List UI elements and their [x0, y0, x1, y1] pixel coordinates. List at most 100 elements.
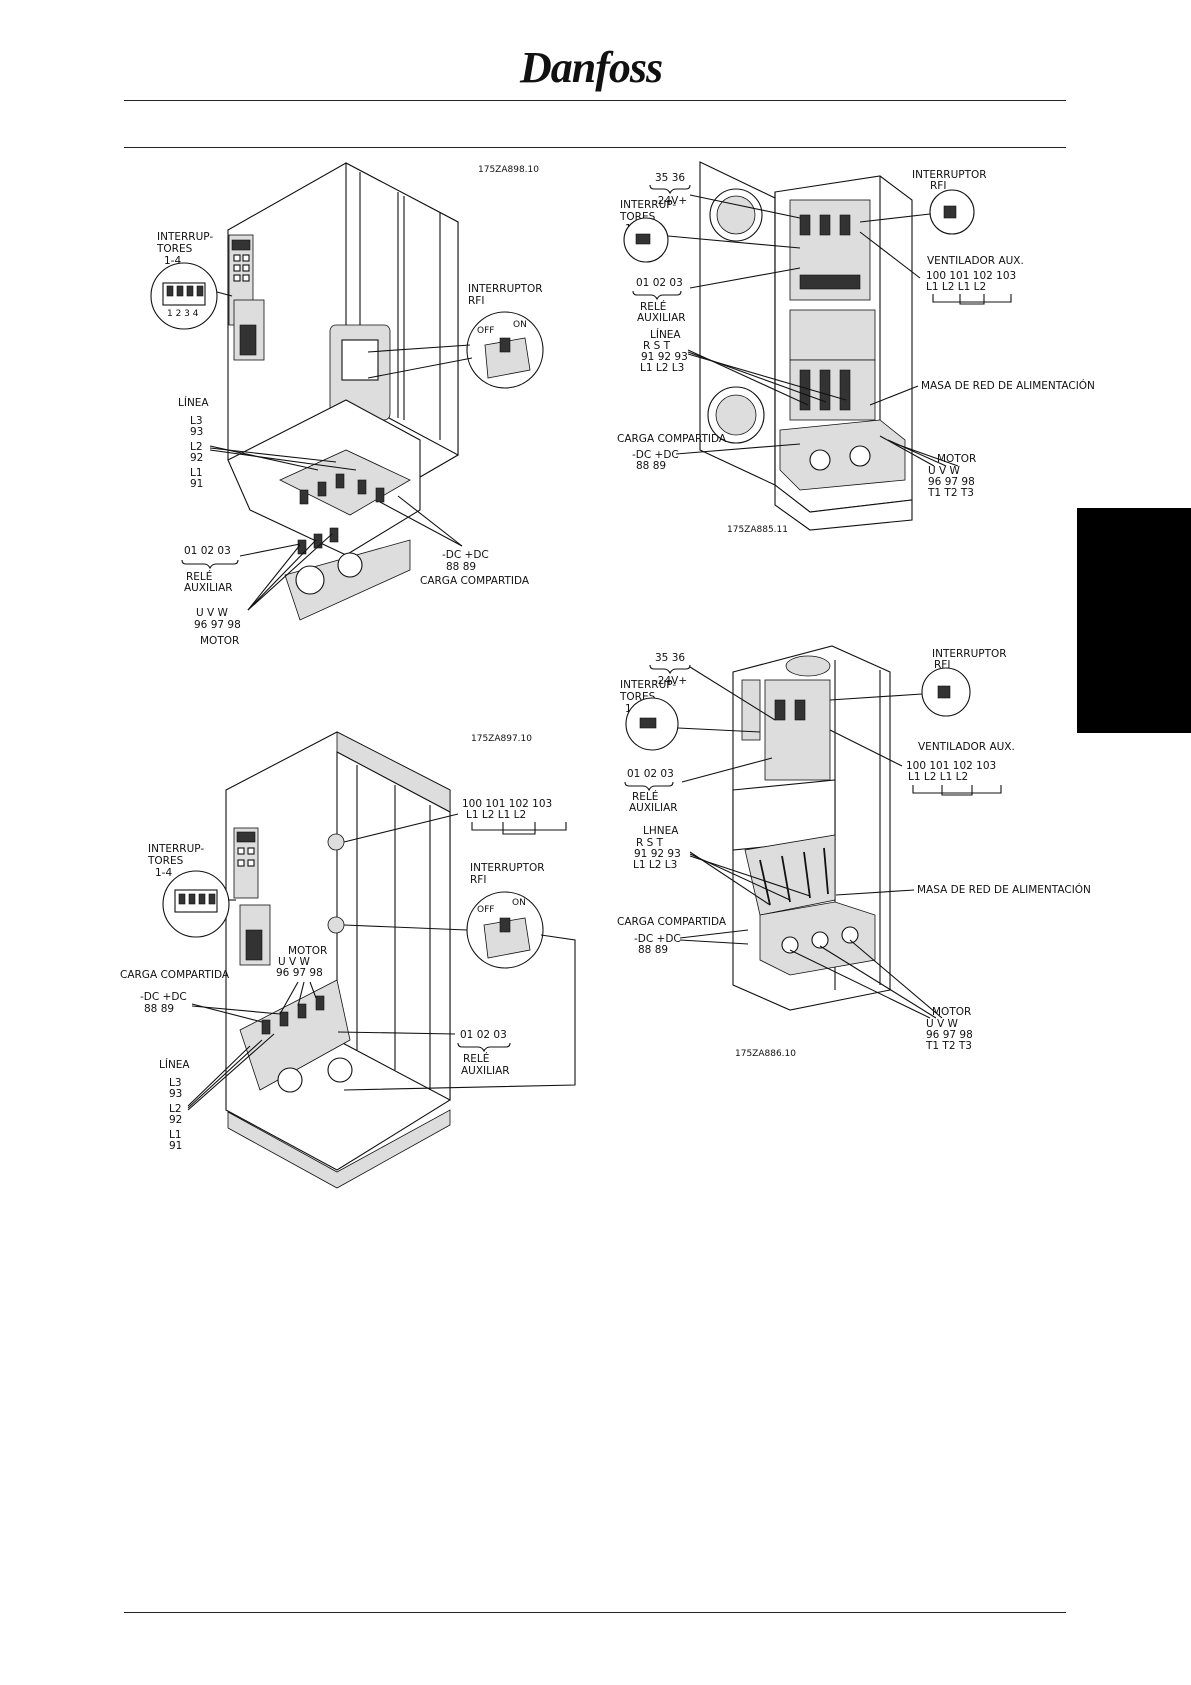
fig3-switches-title-3: 1-4	[155, 867, 172, 879]
fig2-fan-title: VENTILADOR AUX.	[927, 255, 1024, 267]
fig2-motor-terms: 96 97 98	[928, 476, 975, 488]
fig2-fan-terms: 100 101 102 103	[926, 270, 1016, 282]
fig3-code: 175ZA897.10	[471, 734, 532, 744]
fig3-rfi-switch	[327, 916, 345, 934]
fig2-line-lines: L1 L2 L3	[640, 362, 684, 374]
fig1-relay-label-2: AUXILIAR	[184, 582, 233, 594]
fig4-line-title: LHNEA	[643, 825, 679, 837]
header-rule-bottom	[124, 147, 1066, 148]
figure-1: 175ZA898.10 INTERRUP- TORES 1-4 1	[150, 162, 544, 647]
fig2-motor-label: MOTOR	[937, 453, 976, 465]
fig1-t93: 93	[190, 426, 203, 438]
fig4-motor-phases: U V W	[926, 1018, 959, 1030]
fig2-dc-labels: -DC +DC	[632, 449, 679, 461]
fig4-switches-title-1: INTERRUP-	[620, 679, 676, 691]
fig4-line-lines: L1 L2 L3	[633, 859, 677, 871]
fig2-power-section	[789, 309, 876, 361]
fig1-t91: 91	[190, 478, 203, 490]
fig1-rfi-label-1: INTERRUPTOR	[468, 283, 543, 295]
fig3-off-label: OFF	[477, 905, 494, 915]
fig3-cabinet-side	[336, 751, 451, 1101]
fig4-relay-label-2: AUXILIAR	[629, 802, 678, 814]
section-tab	[1077, 508, 1191, 733]
figure-2: 175ZA885.11 35 36 -24V+ INTERRUP- TORES …	[617, 161, 1095, 535]
fig1-switches-title-1: INTERRUP-	[157, 231, 213, 243]
footer-rule	[124, 1612, 1066, 1613]
fig1-line-title: LÍNEA	[178, 396, 209, 409]
fig1-l2: L2	[190, 441, 203, 453]
fig2-terminal-area	[779, 419, 906, 491]
fig3-dc-terms: 88 89	[144, 1003, 174, 1015]
fig3-fan-connector	[327, 833, 345, 851]
fig3-switches-title-1: INTERRUP-	[148, 843, 204, 855]
fig2-code: 175ZA885.11	[727, 525, 788, 535]
fig3-rfi-label-2: RFI	[470, 874, 486, 886]
fig4-relay-terms: 01 02 03	[627, 768, 674, 780]
fig1-dc-terms: 88 89	[446, 561, 476, 573]
fig3-motor-label: MOTOR	[288, 945, 327, 957]
fig1-lcp-cradle	[233, 299, 265, 361]
fig2-line-title: LÍNEA	[650, 328, 681, 341]
fig3-relay-label-2: AUXILIAR	[461, 1065, 510, 1077]
fig1-load-share: CARGA COMPARTIDA	[420, 575, 530, 587]
fig3-t91: 91	[169, 1140, 182, 1152]
fig4-motor-terms: 96 97 98	[926, 1029, 973, 1041]
fig3-motor-phases: U V W	[278, 956, 311, 968]
fig2-line-phases: R S T	[643, 340, 671, 352]
fig2-motor-lines: T1 T2 T3	[927, 487, 974, 499]
fig4-fan-title: VENTILADOR AUX.	[918, 741, 1015, 753]
fig2-relay-terms: 01 02 03	[636, 277, 683, 289]
fig4-motor-lines: T1 T2 T3	[925, 1040, 972, 1052]
fig4-relay-label-1: RELÉ	[632, 790, 658, 803]
fig4-motor-label: MOTOR	[932, 1006, 971, 1018]
fig1-on-label: ON	[513, 320, 527, 330]
fig2-v24-terms: 35 36	[655, 172, 685, 184]
fig1-motor-label: MOTOR	[200, 635, 239, 647]
fig3-l1: L1	[169, 1129, 182, 1141]
fig3-on-label: ON	[512, 898, 526, 908]
fig1-code: 175ZA898.10	[478, 165, 539, 175]
header-rule-top	[124, 100, 1066, 101]
fig4-dc-labels: -DC +DC	[634, 933, 681, 945]
fig3-relay-terms: 01 02 03	[460, 1029, 507, 1041]
fig1-t92: 92	[190, 452, 203, 464]
fig3-relay-label-1: RELÉ	[463, 1052, 489, 1065]
figure-3: 175ZA897.10 100 101 102 103 L1 L2 L1 L2 …	[120, 731, 576, 1189]
fig3-l3: L3	[169, 1077, 182, 1089]
fig4-line-phases: R S T	[636, 837, 664, 849]
fig1-motor-terms: 96 97 98	[194, 619, 241, 631]
fig4-rfi-label-1: INTERRUPTOR	[932, 648, 1007, 660]
fig2-rfi-label-1: INTERRUPTOR	[912, 169, 987, 181]
fig1-rfi-label-2: RFI	[468, 295, 484, 307]
fig3-fan-lines: L1 L2 L1 L2	[466, 809, 526, 821]
fig1-switch-numbers: 1 2 3 4	[167, 309, 199, 319]
fig2-relay-label-2: AUXILIAR	[637, 312, 686, 324]
fig2-line-terms: 91 92 93	[641, 351, 688, 363]
fig2-switches-title-1: INTERRUP-	[620, 199, 676, 211]
fig2-mains-ground: MASA DE RED DE ALIMENTACIÓN	[921, 379, 1095, 392]
fig2-motor-phases: U V W	[928, 465, 961, 477]
fig3-motor-terms: 96 97 98	[276, 967, 323, 979]
fig4-mains-ground: MASA DE RED DE ALIMENTACIÓN	[917, 883, 1091, 896]
fig3-t92: 92	[169, 1114, 182, 1126]
fig3-switches-title-2: TORES	[147, 855, 184, 867]
fig1-relay-label-1: RELÉ	[186, 570, 212, 583]
fig4-fan-terms: 100 101 102 103	[906, 760, 996, 772]
fig4-v24-label: -24V+	[654, 675, 687, 687]
fig4-dc-terms: 88 89	[638, 944, 668, 956]
fig3-rfi-label-1: INTERRUPTOR	[470, 862, 545, 874]
fig4-top-fan	[785, 655, 831, 677]
fig1-switches-title-2: TORES	[156, 243, 193, 255]
fig1-dc-labels: -DC +DC	[442, 549, 489, 561]
fig2-relay-label-1: RELÉ	[640, 300, 666, 313]
fig2-rfi-label-2: RFI	[930, 180, 946, 192]
fig4-code: 175ZA886.10	[735, 1049, 796, 1059]
fig4-load-share: CARGA COMPARTIDA	[617, 916, 727, 928]
fig3-bottom-fins	[227, 1109, 451, 1189]
fig2-v24-label: -24V+	[654, 195, 687, 207]
fig1-l3: L3	[190, 415, 203, 427]
fig4-fan-lines: L1 L2 L1 L2	[908, 771, 968, 783]
figure-4: 175ZA886.10 35 36 -24V+ INTERRUP- TORES …	[617, 645, 1091, 1059]
fig3-t93: 93	[169, 1088, 182, 1100]
